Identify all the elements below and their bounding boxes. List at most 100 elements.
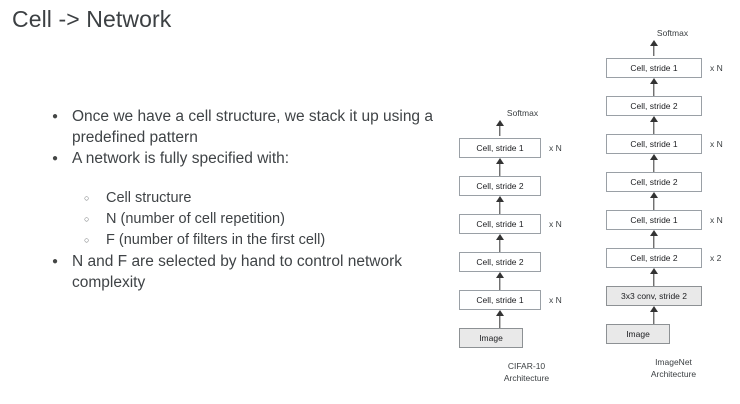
bullet-item: ●A network is fully specified with:○Cell… — [52, 148, 442, 250]
flow-arrow-icon — [604, 230, 740, 248]
architecture-node-row: Cell, stride 1 x N — [604, 134, 740, 154]
flow-arrow-icon — [451, 158, 594, 176]
flow-arrow-icon — [604, 306, 740, 324]
arrow-inner — [606, 78, 702, 96]
bullet-row: ●N and F are selected by hand to control… — [52, 251, 442, 293]
arrow-head — [496, 234, 504, 240]
arrow-shaft — [499, 123, 501, 136]
bullet-list: ● Once we have a cell structure, we stack… — [52, 106, 442, 293]
bullet-row: ●A network is fully specified with: — [52, 148, 442, 169]
bullet-text: N and F are selected by hand to control … — [72, 253, 402, 291]
arrow-shaft — [499, 162, 501, 176]
sub-bullet-marker-icon: ○ — [84, 214, 90, 224]
architecture-node: Cell, stride 1 — [459, 214, 541, 234]
arrow-inner — [459, 310, 541, 328]
architecture-node-row: 3x3 conv, stride 2 — [604, 286, 740, 306]
architecture-node: Cell, stride 1 — [606, 210, 702, 230]
arrow-head — [496, 120, 504, 126]
architecture-node: Cell, stride 1 — [459, 290, 541, 310]
bullet-text: A network is fully specified with: — [72, 150, 290, 167]
arrow-shaft — [653, 158, 655, 172]
arrow-inner — [459, 196, 541, 214]
architecture-node-row: Cell, stride 2 — [604, 96, 740, 116]
bullet-item: ● Once we have a cell structure, we stack… — [52, 106, 442, 148]
arrow-head — [650, 230, 658, 236]
flow-arrow-icon — [451, 310, 594, 328]
architecture-node: Cell, stride 1 — [459, 138, 541, 158]
repetition-multiplier-label: x N — [549, 143, 562, 153]
arrow-shaft — [653, 120, 655, 134]
flow-arrow-icon — [604, 192, 740, 210]
diagram-caption-line1: CIFAR-10 — [507, 361, 546, 371]
sub-bullet-row: ○ F (number of filters in the first cell) — [84, 230, 442, 250]
arrow-shaft — [653, 234, 655, 248]
flow-arrow-icon — [451, 272, 594, 290]
arrow-head — [650, 192, 658, 198]
sub-bullet-row: ○ N (number of cell repetition) — [84, 209, 442, 229]
bullet-marker-icon: ● — [52, 111, 59, 122]
arrow-inner — [459, 158, 541, 176]
bullet-item: ●N and F are selected by hand to control… — [52, 251, 442, 293]
arrow-head — [496, 196, 504, 202]
diagram-caption-line1: ImageNet — [655, 357, 692, 367]
input-image-node: Image — [459, 328, 523, 348]
flow-arrow-icon — [451, 120, 594, 138]
softmax-label: Softmax — [656, 28, 689, 38]
arrow-shaft — [653, 82, 655, 96]
arrow-head — [650, 306, 658, 312]
arrow-inner — [606, 268, 702, 286]
flow-arrow-icon — [604, 154, 740, 172]
arrow-shaft — [499, 238, 501, 252]
arrow-shaft — [653, 272, 655, 286]
architecture-node: Cell, stride 2 — [606, 248, 702, 268]
sub-bullet-text: F (number of filters in the first cell) — [106, 232, 326, 248]
arrow-inner — [606, 230, 702, 248]
arrow-shaft — [653, 310, 655, 324]
architecture-node-row: Cell, stride 2 — [451, 176, 594, 196]
architecture-node-row: Cell, stride 1 x N — [604, 210, 740, 230]
architecture-node: Cell, stride 2 — [459, 176, 541, 196]
arrow-shaft — [653, 196, 655, 210]
input-image-node: Image — [606, 324, 670, 344]
arrow-head — [496, 272, 504, 278]
repetition-multiplier-label: x N — [710, 215, 723, 225]
arrow-inner — [459, 272, 541, 290]
arrow-head — [650, 154, 658, 160]
arrow-shaft — [653, 43, 655, 56]
arrow-head — [496, 158, 504, 164]
architecture-node-row: Image — [604, 324, 740, 344]
arrow-shaft — [499, 276, 501, 290]
repetition-multiplier-label: x N — [710, 63, 723, 73]
arrow-inner — [606, 306, 702, 324]
sub-bullet-marker-icon: ○ — [84, 235, 90, 245]
arrow-inner — [606, 154, 702, 172]
page-title: Cell -> Network — [12, 6, 172, 32]
softmax-label: Softmax — [506, 108, 539, 118]
architecture-node-row: Cell, stride 2 — [604, 172, 740, 192]
diagram-caption-line2: Architecture — [503, 372, 550, 383]
flow-arrow-icon — [604, 40, 740, 58]
arrow-inner — [459, 120, 541, 138]
architecture-node: Cell, stride 1 — [606, 134, 702, 154]
sub-bullet-marker-icon: ○ — [84, 193, 90, 203]
architecture-node: 3x3 conv, stride 2 — [606, 286, 702, 306]
arrow-shaft — [499, 314, 501, 328]
flow-arrow-icon — [604, 268, 740, 286]
sub-bullet-text: N (number of cell repetition) — [106, 211, 285, 227]
architecture-node: Cell, stride 2 — [606, 96, 702, 116]
architecture-node-row: Cell, stride 2 — [451, 252, 594, 272]
bullet-text: Once we have a cell structure, we stack … — [72, 108, 433, 146]
arrow-shaft — [499, 200, 501, 214]
repetition-multiplier-label: x 2 — [710, 253, 722, 263]
architecture-node: Cell, stride 2 — [459, 252, 541, 272]
repetition-multiplier-label: x N — [710, 139, 723, 149]
arrow-inner — [606, 40, 702, 58]
arrow-head — [650, 40, 658, 46]
